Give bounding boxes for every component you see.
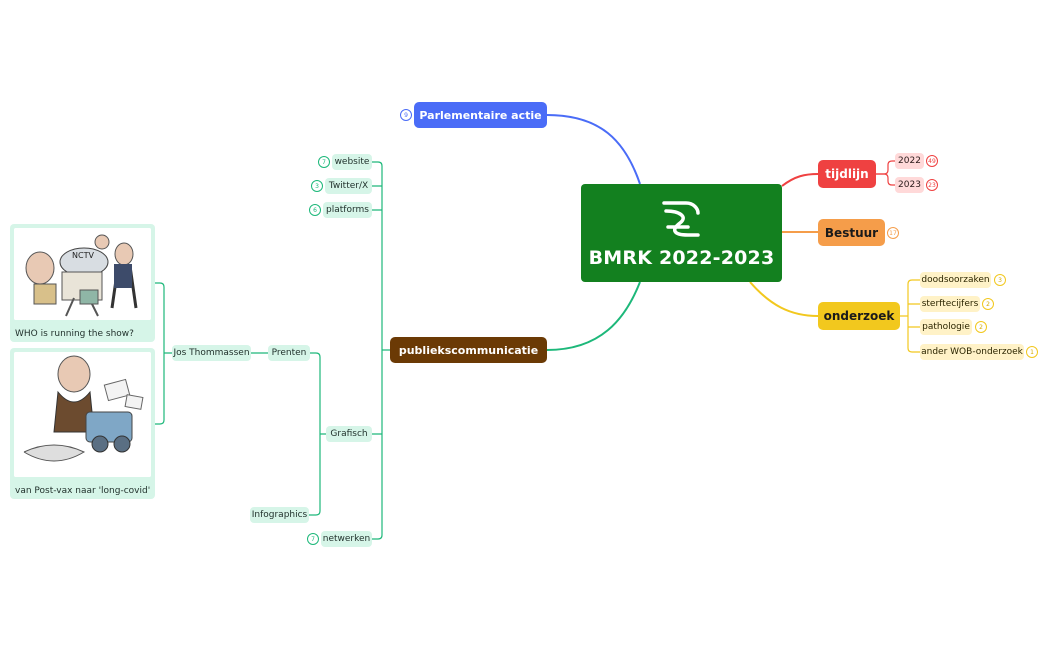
twitter-count-badge[interactable]: 3 <box>311 180 323 192</box>
connector-tijdlijn <box>781 173 819 187</box>
publiek-label: publiekscommunicatie <box>398 343 539 357</box>
netwerken-node[interactable]: netwerken <box>321 531 372 547</box>
central-node[interactable]: BMRK 2022-2023 <box>581 184 782 282</box>
author-node[interactable]: Jos Thommassen <box>172 345 251 361</box>
parlementaire-label: Parlementaire actie <box>419 108 542 122</box>
platforms-count-badge[interactable]: 6 <box>309 204 321 216</box>
publiek-item-twitter[interactable]: Twitter/X <box>325 178 372 194</box>
onderzoek-item-sterftecijfers[interactable]: sterftecijfers <box>920 296 980 312</box>
prenten-node[interactable]: Prenten <box>268 345 310 361</box>
year-2022-count-badge[interactable]: 49 <box>926 155 938 167</box>
publiek-item-website[interactable]: website <box>332 154 372 170</box>
connector-parlementaire <box>546 114 641 185</box>
parlementaire-node[interactable]: Parlementaire actie <box>414 102 547 128</box>
onderzoek-item-pathologie[interactable]: pathologie <box>920 319 972 335</box>
connector-onderzoek <box>749 281 819 317</box>
website-count-badge[interactable]: 7 <box>318 156 330 168</box>
doodsoorzaken-count-badge[interactable]: 3 <box>994 274 1006 286</box>
publiek-item-platforms[interactable]: platforms <box>323 202 372 218</box>
onderzoek-node[interactable]: onderzoek <box>818 302 900 330</box>
bestuur-node[interactable]: Bestuur <box>818 219 885 246</box>
bestuur-label: Bestuur <box>824 225 879 240</box>
connector-publiek-children <box>372 161 390 540</box>
tijdlijn-node[interactable]: tijdlijn <box>818 160 876 188</box>
onderzoek-label: onderzoek <box>823 309 895 323</box>
connector-onderzoek-children <box>900 279 920 353</box>
onderzoek-item-wob[interactable]: ander WOB-onderzoek <box>920 344 1024 360</box>
cartoon-card-longcovid[interactable]: van Post-vax naar 'long-covid' <box>10 348 155 499</box>
tijdlijn-label: tijdlijn <box>825 167 869 181</box>
dna-logo-icon <box>661 201 700 237</box>
wob-count-badge[interactable]: 1 <box>1026 346 1038 358</box>
grafisch-node[interactable]: Grafisch <box>326 426 372 442</box>
cartoon-caption-who: WHO is running the show? <box>15 329 134 339</box>
connector-2022 <box>876 160 895 175</box>
onderzoek-item-doodsoorzaken[interactable]: doodsoorzaken <box>920 272 991 288</box>
parlementaire-count-badge[interactable]: 9 <box>400 109 412 121</box>
central-title: BMRK 2022-2023 <box>588 247 775 269</box>
connector-2023 <box>876 173 895 186</box>
cartoon-card-who[interactable]: NCTV WHO is running the show? <box>10 224 155 342</box>
pathologie-count-badge[interactable]: 2 <box>975 321 987 333</box>
cartoon-image-longcovid <box>14 352 151 477</box>
infographics-node[interactable]: Infographics <box>250 507 309 523</box>
sterftecijfers-count-badge[interactable]: 2 <box>982 298 994 310</box>
netwerken-count-badge[interactable]: 7 <box>307 533 319 545</box>
connector-grafisch-children <box>308 352 326 516</box>
cartoon-image-who: NCTV <box>14 228 151 320</box>
tijdlijn-year-2023[interactable]: 2023 <box>895 177 924 193</box>
svg-text:NCTV: NCTV <box>72 251 94 260</box>
cartoon-caption-longcovid: van Post-vax naar 'long-covid' <box>15 486 151 496</box>
publiek-node[interactable]: publiekscommunicatie <box>390 337 547 363</box>
bestuur-count-badge[interactable]: 17 <box>887 227 899 239</box>
year-2023-count-badge[interactable]: 23 <box>926 179 938 191</box>
tijdlijn-year-2022[interactable]: 2022 <box>895 153 924 169</box>
connector-author-cartoons <box>155 282 172 425</box>
connector-publiek <box>546 281 641 351</box>
